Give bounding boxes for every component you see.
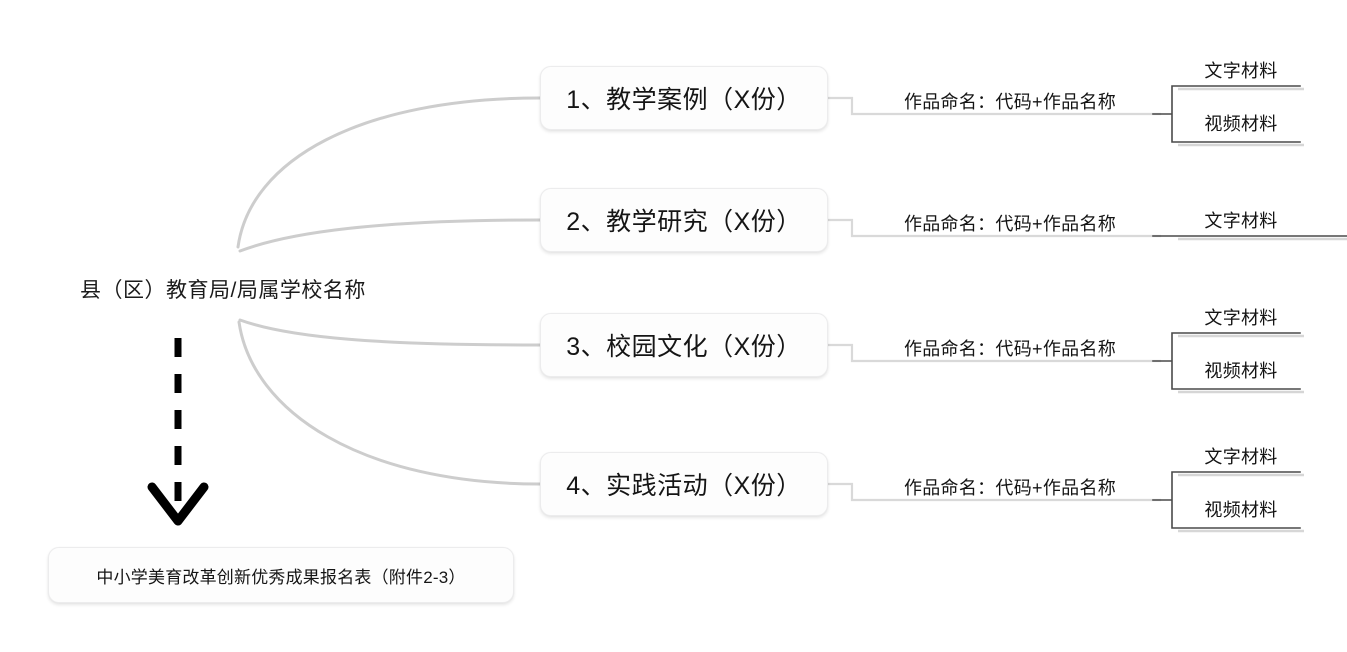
branch-curve-3: [238, 318, 542, 347]
material-label-3-text: 文字材料: [1204, 308, 1278, 328]
material-label-4-video: 视频材料: [1204, 500, 1278, 520]
material-label-2-text: 文字材料: [1204, 211, 1278, 231]
submission-form-label: 中小学美育改革创新优秀成果报名表（附件2-3）: [96, 567, 466, 587]
category-card-4-label: 4、实践活动（X份）: [566, 472, 802, 500]
category-card-2[interactable]: 2、教学研究（X份）: [540, 188, 828, 252]
dashed-arrow-to-form: [147, 338, 209, 526]
material-label-3-video: 视频材料: [1204, 361, 1278, 381]
material-label-4-text: 文字材料: [1204, 447, 1278, 467]
branch-curve-2: [238, 218, 542, 253]
submission-form-card[interactable]: 中小学美育改革创新优秀成果报名表（附件2-3）: [48, 547, 514, 603]
category-card-2-label: 2、教学研究（X份）: [566, 208, 802, 236]
naming-label-3: 作品命名：代码+作品名称: [903, 339, 1117, 359]
category-card-4[interactable]: 4、实践活动（X份）: [540, 452, 828, 516]
category-card-3-label: 3、校园文化（X份）: [566, 333, 802, 361]
branch-curve-1: [236, 96, 542, 249]
category-card-1[interactable]: 1、教学案例（X份）: [540, 66, 828, 130]
naming-label-2: 作品命名：代码+作品名称: [903, 214, 1117, 234]
material-label-1-video: 视频材料: [1204, 114, 1278, 134]
branch-curve-4: [237, 320, 542, 486]
naming-label-4: 作品命名：代码+作品名称: [903, 478, 1117, 498]
category-card-1-label: 1、教学案例（X份）: [566, 86, 802, 114]
naming-label-1: 作品命名：代码+作品名称: [903, 92, 1117, 112]
dashed-arrow-head: [147, 482, 209, 526]
material-label-1-text: 文字材料: [1204, 61, 1278, 81]
category-card-3[interactable]: 3、校园文化（X份）: [540, 313, 828, 377]
root-node-label: 县（区）教育局/局属学校名称: [80, 279, 366, 302]
